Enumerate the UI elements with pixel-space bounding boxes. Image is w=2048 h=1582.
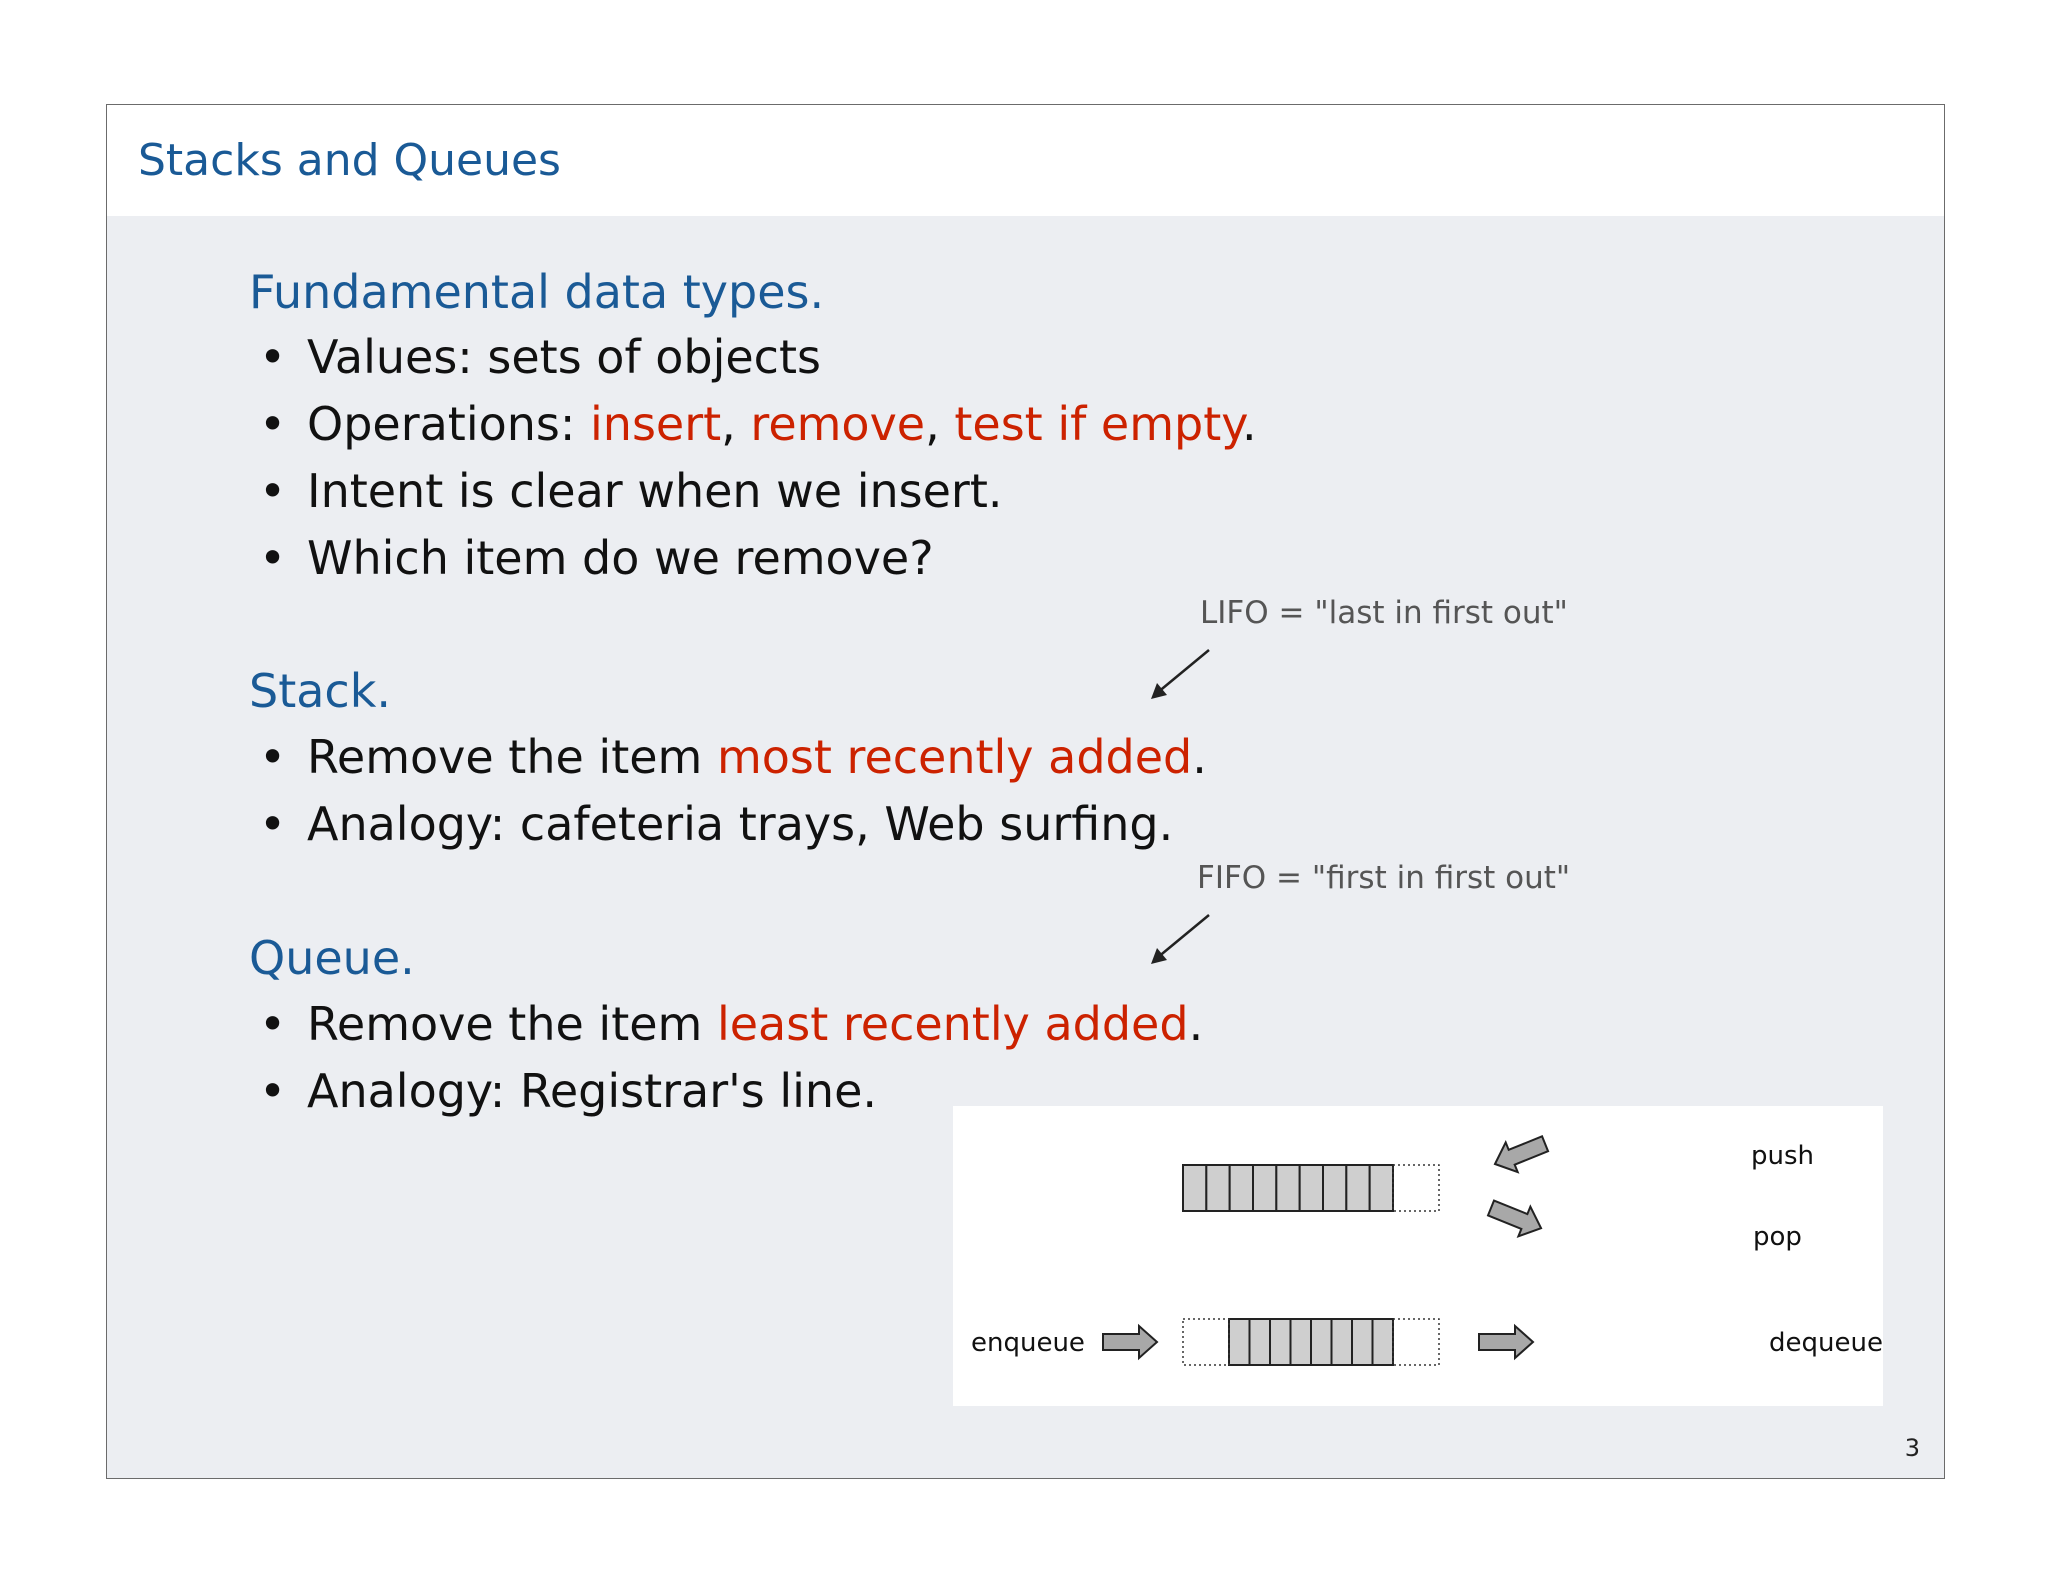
queue-empty-slot-right bbox=[1392, 1318, 1440, 1366]
queue-cell bbox=[1289, 1318, 1312, 1366]
bullet-text: Remove the item bbox=[307, 730, 717, 784]
stack-cell bbox=[1228, 1164, 1254, 1212]
bullet-stack-remove: • Remove the item most recently added. bbox=[259, 730, 1207, 784]
bullet-values: • Values: sets of objects bbox=[259, 330, 821, 384]
bullet-text: Intent is clear when we insert. bbox=[307, 464, 1003, 518]
section-heading-stack: Stack. bbox=[249, 664, 391, 718]
bullet-operations: • Operations: insert, remove, test if emp… bbox=[259, 397, 1257, 451]
fifo-pointer-arrow bbox=[1151, 914, 1210, 964]
fifo-note: FIFO = "first in first out" bbox=[1197, 860, 1571, 896]
section-heading-queue: Queue. bbox=[249, 931, 415, 985]
bullet-queue-remove: • Remove the item least recently added. bbox=[259, 997, 1204, 1051]
bullet-text: Which item do we remove? bbox=[307, 531, 934, 585]
emphasis-text: most recently added bbox=[716, 730, 1193, 784]
bullet-intent: • Intent is clear when we insert. bbox=[259, 464, 1003, 518]
queue-cell bbox=[1248, 1318, 1271, 1366]
queue-cell bbox=[1330, 1318, 1353, 1366]
stack-cell bbox=[1252, 1164, 1278, 1212]
bullet-text: Analogy: cafeteria trays, Web surfing. bbox=[307, 797, 1174, 851]
stack-empty-slot bbox=[1392, 1164, 1440, 1212]
bullet-text: . bbox=[1241, 397, 1257, 451]
bullet-text: . bbox=[1192, 730, 1207, 784]
bullet-dot: • bbox=[259, 1064, 287, 1118]
bullet-dot: • bbox=[259, 464, 287, 518]
bullet-text: , bbox=[925, 397, 955, 451]
stack-cell bbox=[1205, 1164, 1231, 1212]
bullet-text: Values: sets of objects bbox=[307, 330, 821, 384]
bullet-text: . bbox=[1188, 997, 1204, 1051]
bullet-text: Operations: bbox=[307, 397, 591, 451]
emphasis-text: test if empty bbox=[954, 397, 1242, 451]
stack-cell bbox=[1275, 1164, 1301, 1212]
pop-arrow-icon bbox=[1486, 1199, 1543, 1239]
enqueue-arrow-icon bbox=[1102, 1323, 1159, 1361]
queue-cell bbox=[1228, 1318, 1251, 1366]
bullet-dot: • bbox=[259, 531, 287, 585]
stack-queue-diagram: push pop enqueue dequeue bbox=[953, 1106, 1883, 1406]
bullet-dot: • bbox=[259, 997, 287, 1051]
queue-array bbox=[1228, 1318, 1394, 1366]
emphasis-text: remove bbox=[750, 397, 926, 451]
queue-cell bbox=[1310, 1318, 1333, 1366]
emphasis-text: insert bbox=[590, 397, 722, 451]
bullet-text: Analogy: Registrar's line. bbox=[307, 1064, 877, 1118]
bullet-stack-analogy: • Analogy: cafeteria trays, Web surfing. bbox=[259, 797, 1174, 851]
pop-label: pop bbox=[1753, 1222, 1802, 1252]
section-heading-fundamental: Fundamental data types. bbox=[249, 265, 825, 319]
lifo-pointer-arrow bbox=[1151, 649, 1210, 699]
bullet-dot: • bbox=[259, 730, 287, 784]
slide: Stacks and Queues Fundamental data types… bbox=[106, 104, 1945, 1479]
bullet-which-item: • Which item do we remove? bbox=[259, 531, 934, 585]
stack-cell bbox=[1298, 1164, 1324, 1212]
bullet-text: Remove the item bbox=[307, 997, 717, 1051]
slide-title: Stacks and Queues bbox=[138, 135, 561, 186]
stack-cell bbox=[1322, 1164, 1348, 1212]
queue-cell bbox=[1371, 1318, 1394, 1366]
push-arrow-icon bbox=[1493, 1135, 1550, 1174]
stack-cell bbox=[1345, 1164, 1371, 1212]
emphasis-text: least recently added bbox=[716, 997, 1189, 1051]
dequeue-arrow-icon bbox=[1478, 1323, 1535, 1361]
stack-cell bbox=[1368, 1164, 1394, 1212]
dequeue-label: dequeue bbox=[1769, 1328, 1883, 1358]
queue-empty-slot-left bbox=[1182, 1318, 1230, 1366]
bullet-dot: • bbox=[259, 330, 287, 384]
bullet-text: , bbox=[721, 397, 751, 451]
lifo-note: LIFO = "last in first out" bbox=[1200, 595, 1568, 631]
bullet-queue-analogy: • Analogy: Registrar's line. bbox=[259, 1064, 877, 1118]
title-band: Stacks and Queues bbox=[107, 105, 1944, 216]
page-number: 3 bbox=[1904, 1434, 1920, 1462]
bullet-dot: • bbox=[259, 797, 287, 851]
bullet-dot: • bbox=[259, 397, 287, 451]
stack-array bbox=[1182, 1164, 1394, 1212]
enqueue-label: enqueue bbox=[971, 1328, 1085, 1358]
stack-cell bbox=[1182, 1164, 1208, 1212]
queue-cell bbox=[1269, 1318, 1292, 1366]
diagram-canvas bbox=[1102, 1135, 1550, 1366]
queue-cell bbox=[1351, 1318, 1374, 1366]
push-label: push bbox=[1751, 1141, 1815, 1171]
